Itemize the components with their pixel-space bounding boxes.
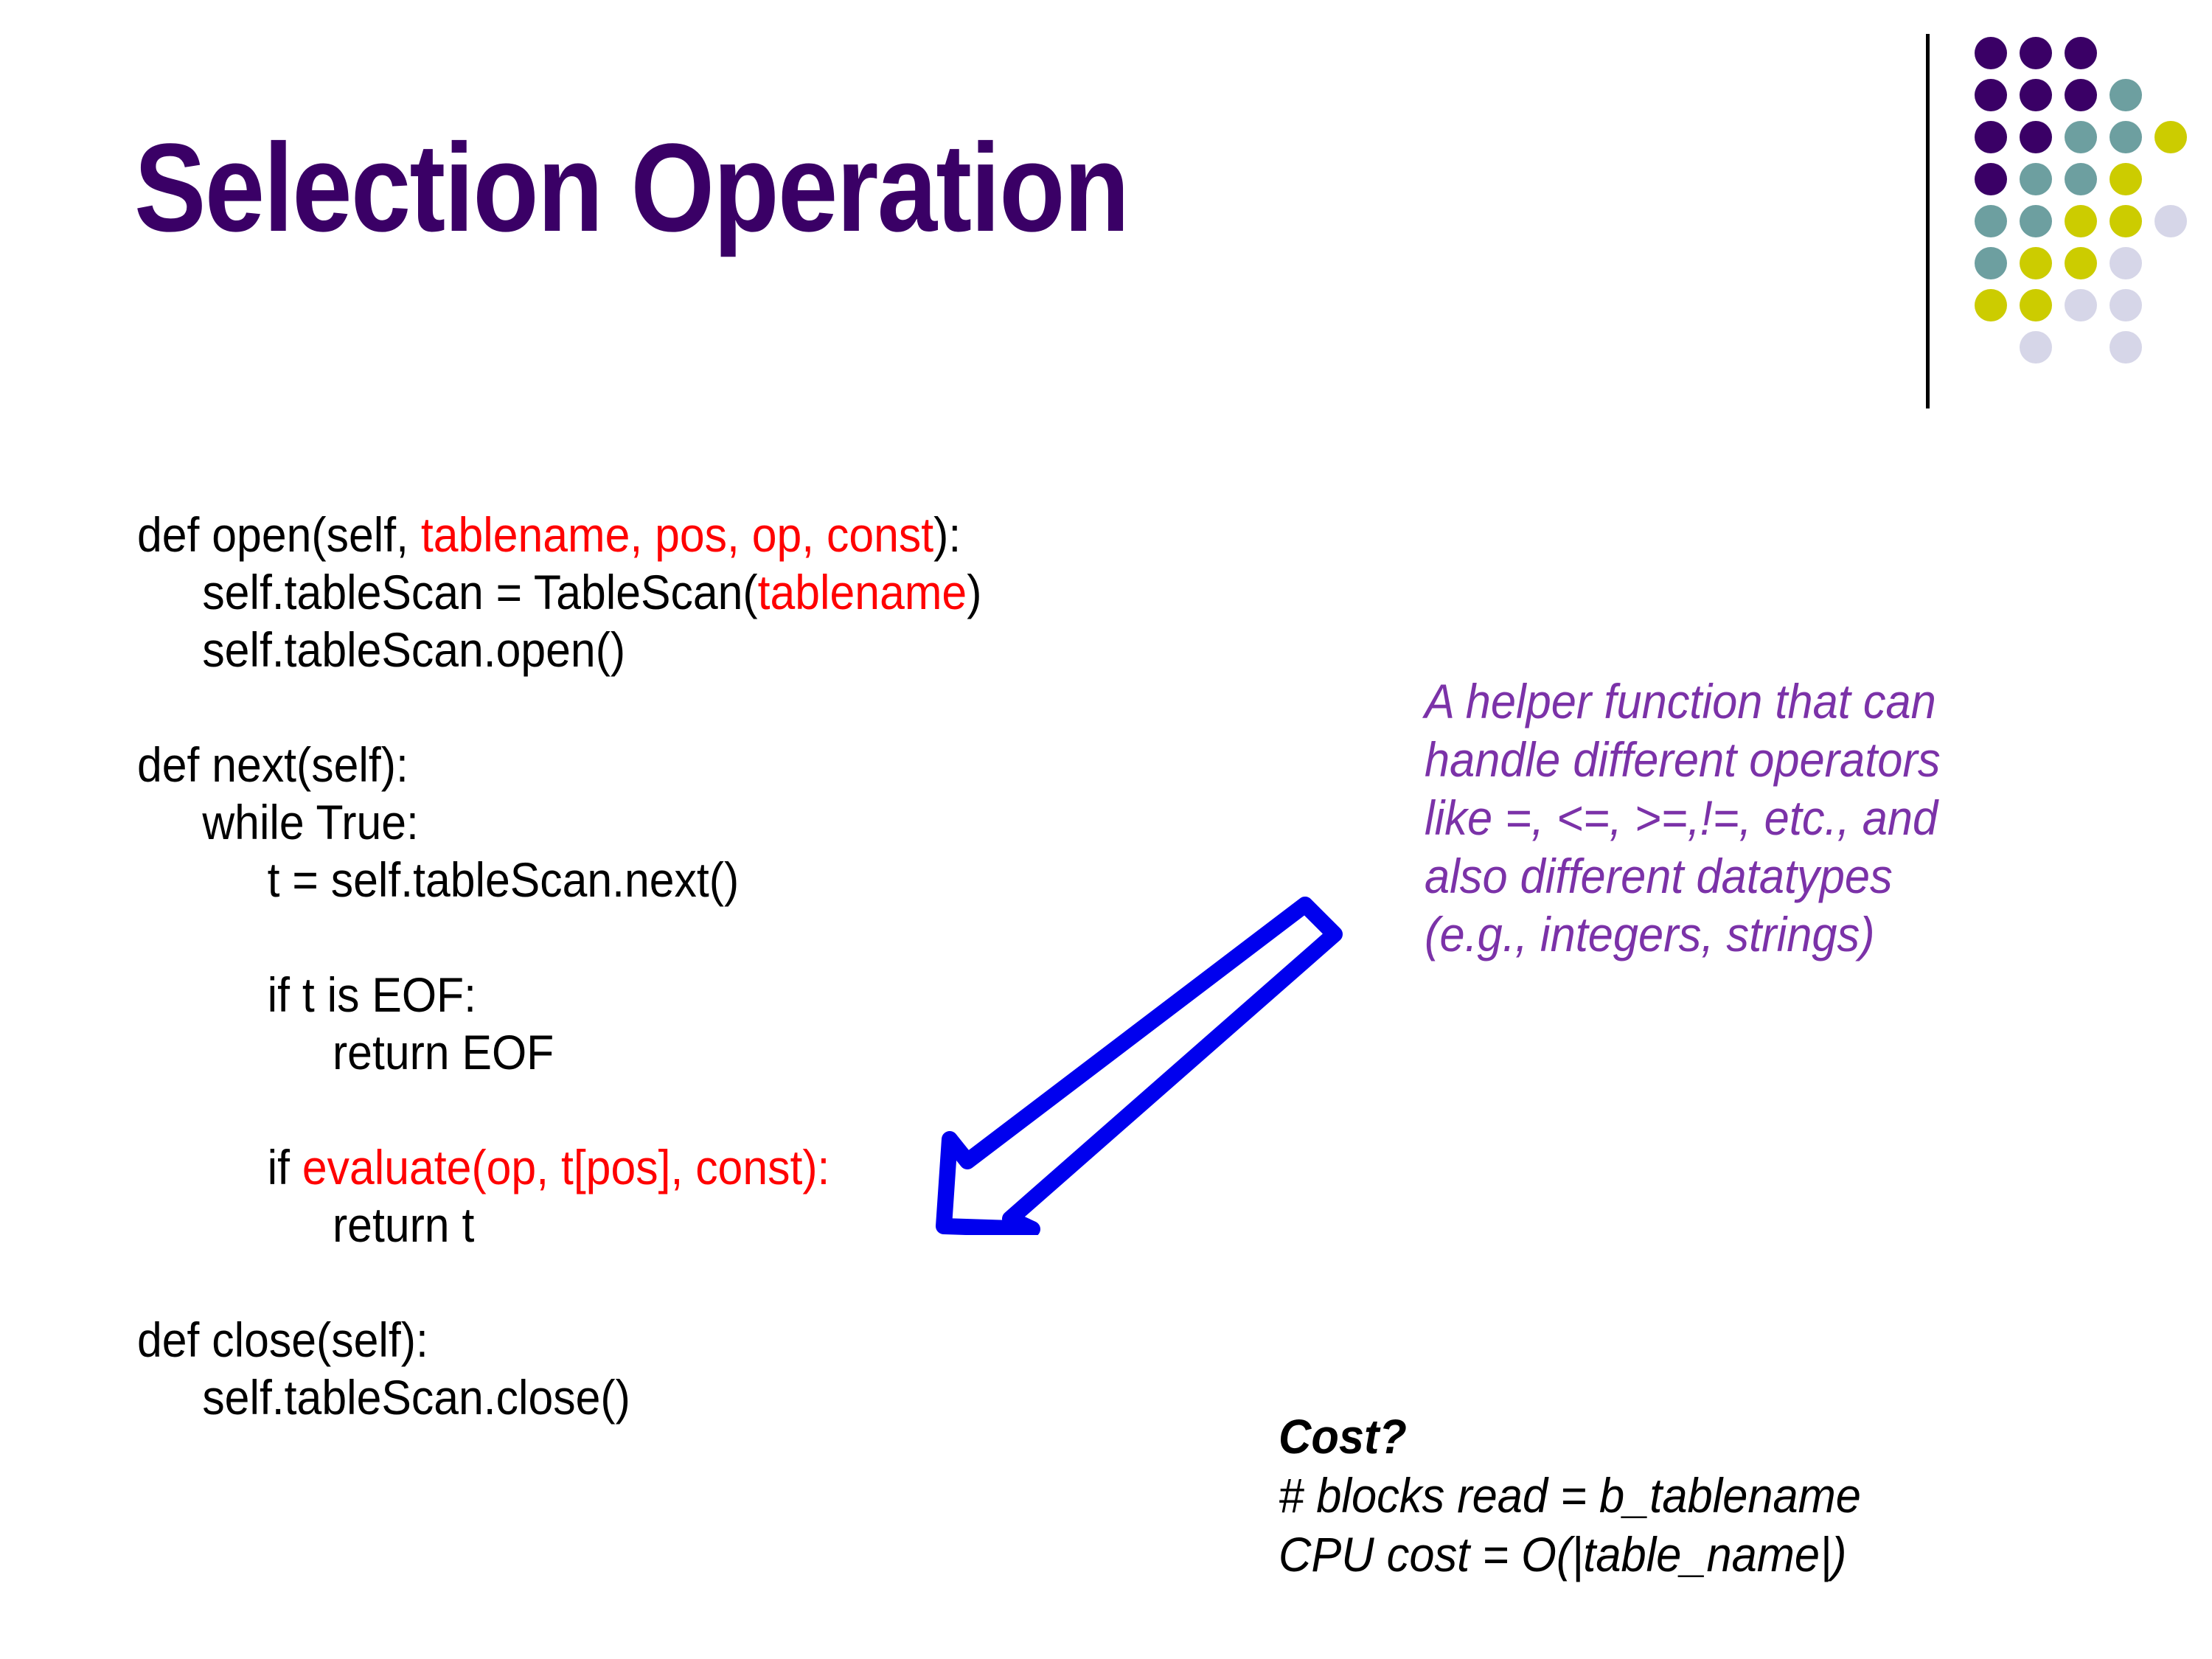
dot-lavender xyxy=(2110,247,2142,279)
helper-annotation-line: (e.g., integers, strings) xyxy=(1425,907,1875,961)
dot-purple xyxy=(1975,37,2007,69)
code-token: def next(self): xyxy=(137,737,408,792)
code-line: self.tableScan.close() xyxy=(137,1368,981,1426)
code-line: def open(self, tablename, pos, op, const… xyxy=(137,506,981,563)
dot-yellow xyxy=(2020,247,2052,279)
code-line: def next(self): xyxy=(137,736,981,793)
code-line-blank xyxy=(137,908,981,966)
dot-teal xyxy=(2065,163,2097,195)
code-line: def close(self): xyxy=(137,1311,981,1368)
dot-yellow xyxy=(2110,205,2142,237)
code-line-blank xyxy=(137,1081,981,1138)
dot-lavender xyxy=(2065,289,2097,321)
code-listing: def open(self, tablename, pos, op, const… xyxy=(137,506,981,1426)
dot-purple xyxy=(2065,37,2097,69)
callout-arrow xyxy=(922,896,1364,1237)
dot-teal xyxy=(1975,205,2007,237)
helper-annotation-line: A helper function that can xyxy=(1425,674,1936,728)
dot-lavender xyxy=(2154,205,2187,237)
code-line: return EOF xyxy=(137,1023,981,1081)
code-line: t = self.tableScan.next() xyxy=(137,851,981,908)
dot-purple xyxy=(1975,163,2007,195)
helper-annotation-line: handle different operators xyxy=(1425,732,1941,787)
dot-purple xyxy=(2065,79,2097,111)
code-token: t = self.tableScan.next() xyxy=(267,852,740,907)
code-line-blank xyxy=(137,1253,981,1311)
dot-yellow xyxy=(2154,121,2187,153)
cost-annotation-line: CPU cost = O(|table_name|) xyxy=(1279,1527,1847,1582)
code-token-highlighted: evaluate(op, t[pos], const): xyxy=(302,1140,830,1194)
code-line: if t is EOF: xyxy=(137,966,981,1023)
code-token: def close(self): xyxy=(137,1312,428,1367)
cost-heading: Cost? xyxy=(1279,1409,1407,1464)
code-token: def open(self, xyxy=(137,507,421,562)
cost-annotation-line: # blocks read = b_tablename xyxy=(1279,1468,1861,1523)
code-token: return t xyxy=(332,1197,475,1252)
dot-yellow xyxy=(2110,163,2142,195)
dot-purple xyxy=(2020,37,2052,69)
code-token: while True: xyxy=(202,795,419,849)
dot-grid-row xyxy=(1975,161,2211,204)
dot-grid-row xyxy=(1975,119,2211,161)
code-line: while True: xyxy=(137,793,981,851)
page-title: Selection Operation xyxy=(134,118,1130,258)
dot-grid-row xyxy=(1975,35,2211,77)
decorative-dot-grid xyxy=(1975,35,2211,382)
dot-lavender xyxy=(2110,289,2142,321)
dot-teal xyxy=(2065,121,2097,153)
code-token: self.tableScan = TableScan( xyxy=(202,565,758,619)
code-token-highlighted: tablename, pos, op, const xyxy=(420,507,934,562)
dot-teal xyxy=(1975,247,2007,279)
code-token: if xyxy=(267,1140,302,1194)
code-line: self.tableScan = TableScan(tablename) xyxy=(137,563,981,621)
code-line: return t xyxy=(137,1196,981,1253)
code-line: self.tableScan.open() xyxy=(137,621,981,678)
dot-grid-row xyxy=(1975,330,2211,372)
code-line-blank xyxy=(137,678,981,736)
code-token-highlighted: tablename xyxy=(757,565,967,619)
code-token: ) xyxy=(967,565,982,619)
dot-teal xyxy=(2110,79,2142,111)
dot-yellow xyxy=(2020,289,2052,321)
dot-grid-row xyxy=(1975,204,2211,246)
code-token: self.tableScan.close() xyxy=(202,1370,630,1425)
dot-grid-row xyxy=(1975,77,2211,119)
dot-purple xyxy=(2020,79,2052,111)
code-token: self.tableScan.open() xyxy=(202,622,626,677)
dot-purple xyxy=(1975,79,2007,111)
dot-yellow xyxy=(2065,247,2097,279)
helper-annotation-line: also different datatypes xyxy=(1425,849,1893,903)
dot-teal xyxy=(2020,205,2052,237)
code-token: if t is EOF: xyxy=(267,967,477,1022)
dot-purple xyxy=(1975,121,2007,153)
code-line: if evaluate(op, t[pos], const): xyxy=(137,1138,981,1196)
dot-grid-row xyxy=(1975,246,2211,288)
code-token: return EOF xyxy=(332,1025,554,1079)
dot-teal xyxy=(2020,163,2052,195)
callout-arrow-icon xyxy=(936,897,1343,1237)
dot-yellow xyxy=(2065,205,2097,237)
helper-annotation-line: like =, <=, >=,!=, etc., and xyxy=(1425,790,1938,845)
dot-lavender xyxy=(2110,331,2142,364)
dot-yellow xyxy=(1975,289,2007,321)
code-token: ): xyxy=(933,507,961,562)
dot-lavender xyxy=(2020,331,2052,364)
dot-purple xyxy=(2020,121,2052,153)
dot-teal xyxy=(2110,121,2142,153)
dot-grid-row xyxy=(1975,288,2211,330)
header-divider-rule xyxy=(1926,34,1930,408)
